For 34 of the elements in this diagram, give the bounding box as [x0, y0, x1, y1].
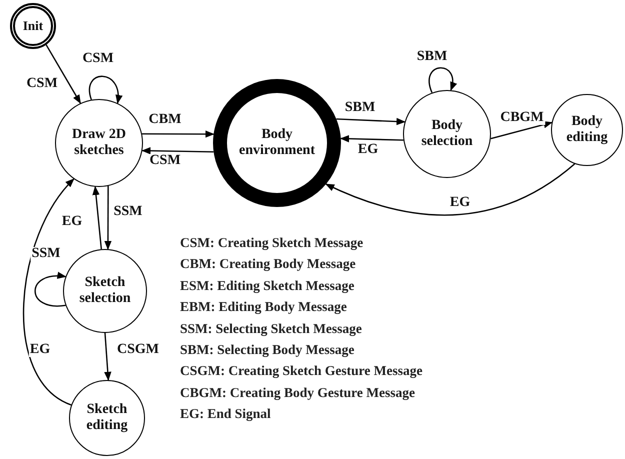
legend-text: SSM: Selecting Sketch Message — [180, 322, 362, 336]
state-label: Sketch selection — [78, 274, 132, 308]
arrow — [428, 67, 456, 93]
state-label: Body environment — [238, 126, 316, 160]
legend-text: CSM: Creating Sketch Message — [180, 236, 364, 250]
arrow — [340, 135, 404, 142]
arrow — [141, 147, 214, 154]
arrow — [34, 272, 66, 307]
arrow — [325, 163, 576, 216]
state-label: Body editing — [565, 114, 609, 146]
edge-label: SSM — [30, 247, 62, 261]
legend-text: CSGM: Creating Sketch Gesture Message — [180, 364, 422, 378]
arrow — [104, 332, 112, 381]
state-label: Draw 2D sketches — [70, 126, 128, 160]
legend-text: SBM: Selecting Body Message — [180, 343, 354, 356]
edge-label: CBGM — [499, 111, 545, 125]
arrow — [46, 44, 81, 104]
state-label: Sketch editing — [85, 402, 129, 434]
arrow — [142, 130, 215, 138]
legend-text: CBM: Creating Body Message — [180, 257, 356, 271]
legend-text: EG: End Signal — [180, 407, 271, 421]
arrow — [490, 121, 553, 140]
arrow — [92, 186, 102, 250]
legend-text: CBGM: Creating Body Gesture Message — [180, 386, 415, 400]
state-label: Body selection — [420, 118, 474, 150]
legend-text: ESM: Editing Sketch Message — [180, 278, 354, 292]
arrow — [89, 76, 122, 104]
state-circle — [10, 3, 56, 49]
legend-text: EBM: Editing Body Message — [180, 300, 347, 314]
arrow — [23, 178, 74, 406]
edge-label: EG — [28, 343, 52, 357]
arrow — [336, 118, 406, 126]
arrow — [104, 186, 112, 250]
state-label: Init — [22, 18, 44, 34]
